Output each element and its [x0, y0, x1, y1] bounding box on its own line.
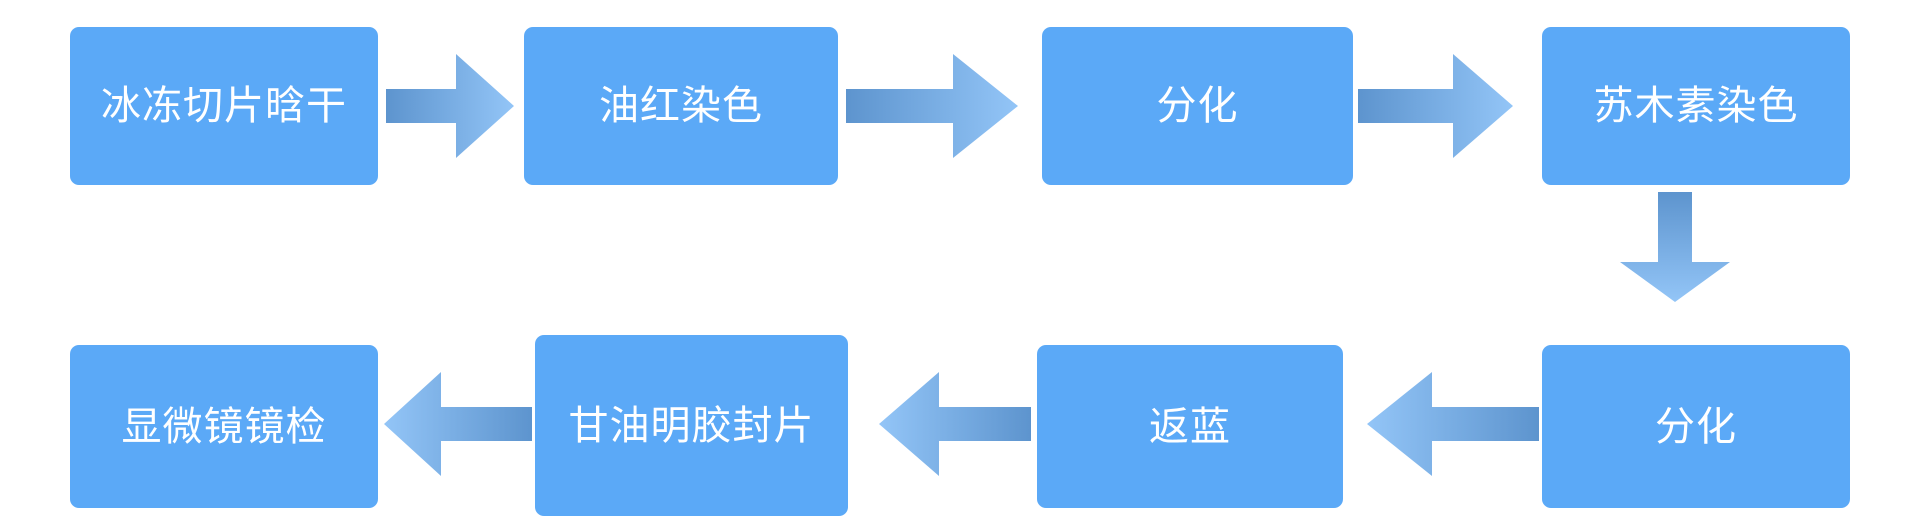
flow-node-label: 分化	[1156, 84, 1239, 128]
flow-node-label: 返蓝	[1149, 404, 1231, 449]
flow-node-glycerol-gelatin-mounting[interactable]: 甘油明胶封片	[535, 335, 848, 516]
flow-node-differentiation-top[interactable]: 分化	[1042, 27, 1353, 185]
flow-node-label: 分化	[1655, 404, 1737, 449]
flow-node-hematoxylin-staining[interactable]: 苏木素染色	[1542, 27, 1850, 185]
flow-node-differentiation-bottom[interactable]: 分化	[1542, 345, 1850, 508]
flow-arrow-left-1	[1367, 372, 1539, 476]
flow-node-oil-red-staining[interactable]: 油红染色	[524, 27, 838, 185]
flow-node-frozen-section-drying[interactable]: 冰冻切片晗干	[70, 27, 378, 185]
flow-arrow-right-2	[846, 54, 1018, 158]
flow-arrow-right-1	[386, 54, 514, 158]
flow-arrow-down-1	[1620, 192, 1730, 302]
flow-node-label: 甘油明胶封片	[568, 403, 815, 448]
flow-arrow-right-3	[1358, 54, 1513, 158]
flow-node-microscopic-examination[interactable]: 显微镜镜检	[70, 345, 378, 508]
flow-node-label: 油红染色	[599, 84, 763, 128]
flow-arrow-left-2	[879, 372, 1031, 476]
flow-node-label: 苏木素染色	[1593, 84, 1799, 128]
flow-node-label: 冰冻切片晗干	[101, 84, 347, 128]
flow-arrow-left-3	[384, 372, 532, 476]
flow-node-label: 显微镜镜检	[121, 404, 327, 449]
flow-node-blueing[interactable]: 返蓝	[1037, 345, 1343, 508]
